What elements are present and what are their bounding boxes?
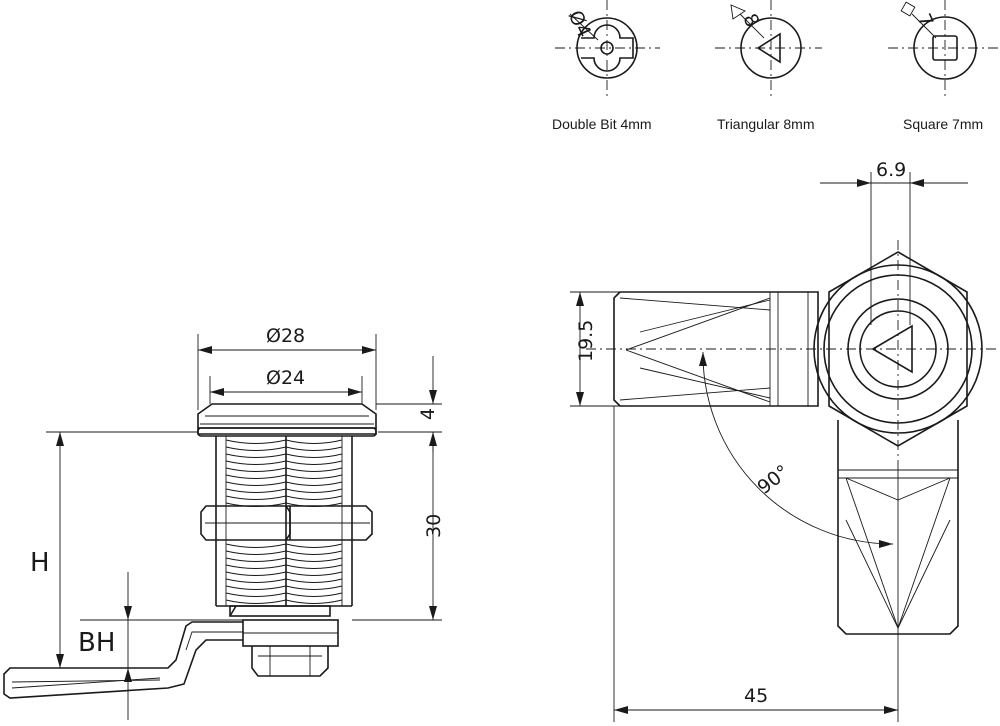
thread-tooth <box>225 578 287 584</box>
thread-tooth <box>285 599 343 605</box>
dim-height-19-5: 19.5 <box>575 320 597 362</box>
thread-tooth <box>225 592 287 598</box>
thread-tooth <box>285 578 343 584</box>
dim-bh: BH <box>78 628 115 658</box>
thread-tooth <box>225 481 287 487</box>
front-view <box>586 240 1000 635</box>
thread-tooth <box>285 488 343 494</box>
thread-tooth <box>225 453 287 459</box>
dim-diameter-24: Ø24 <box>266 367 305 389</box>
thread-tooth <box>285 453 343 459</box>
thread-tooth <box>225 474 287 480</box>
thread-tooth <box>225 543 287 549</box>
side-view <box>3 403 377 699</box>
thread-tooth <box>285 481 343 487</box>
thread-tooth <box>225 564 287 570</box>
thread-tooth <box>225 439 287 445</box>
thread-tooth <box>285 495 343 501</box>
square-key-icon: 7 <box>888 0 1000 96</box>
double-bit-symbol: Ø4 <box>564 7 595 41</box>
thread-tooth <box>285 585 343 591</box>
thread-tooth <box>225 467 287 473</box>
thread-tooth <box>285 571 343 577</box>
double-bit-caption: Double Bit 4mm <box>552 116 652 132</box>
thread-tooth <box>285 550 343 556</box>
triangular-key-icon: 8 <box>715 0 822 96</box>
front-view-dimensions <box>570 172 968 722</box>
dim-flange-4: 4 <box>417 408 439 420</box>
thread-tooth <box>225 571 287 577</box>
thread-tooth <box>285 557 343 563</box>
thread-tooth <box>285 474 343 480</box>
dim-length-45: 45 <box>744 685 768 707</box>
dim-width-6-9: 6.9 <box>876 159 906 181</box>
thread-tooth <box>285 460 343 466</box>
thread-tooth <box>285 592 343 598</box>
thread-tooth <box>285 543 343 549</box>
dim-angle-90: 90° <box>753 461 793 499</box>
dim-body-30: 30 <box>423 514 445 538</box>
double-bit-key-icon: Ø4 <box>555 0 660 96</box>
thread-tooth <box>225 446 287 452</box>
thread-tooth <box>285 439 343 445</box>
dim-diameter-28: Ø28 <box>266 325 305 347</box>
thread-tooth <box>225 599 287 605</box>
thread-tooth <box>225 550 287 556</box>
thread-tooth <box>225 557 287 563</box>
dim-h: H <box>30 548 50 578</box>
thread-tooth <box>225 460 287 466</box>
thread-tooth <box>225 585 287 591</box>
thread-tooth <box>285 564 343 570</box>
thread-tooth <box>225 495 287 501</box>
square-caption: Square 7mm <box>903 116 983 132</box>
thread-tooth <box>285 446 343 452</box>
triangular-caption: Triangular 8mm <box>717 116 815 132</box>
thread-tooth <box>225 488 287 494</box>
thread-tooth <box>285 467 343 473</box>
side-view-dimensions <box>46 334 442 720</box>
